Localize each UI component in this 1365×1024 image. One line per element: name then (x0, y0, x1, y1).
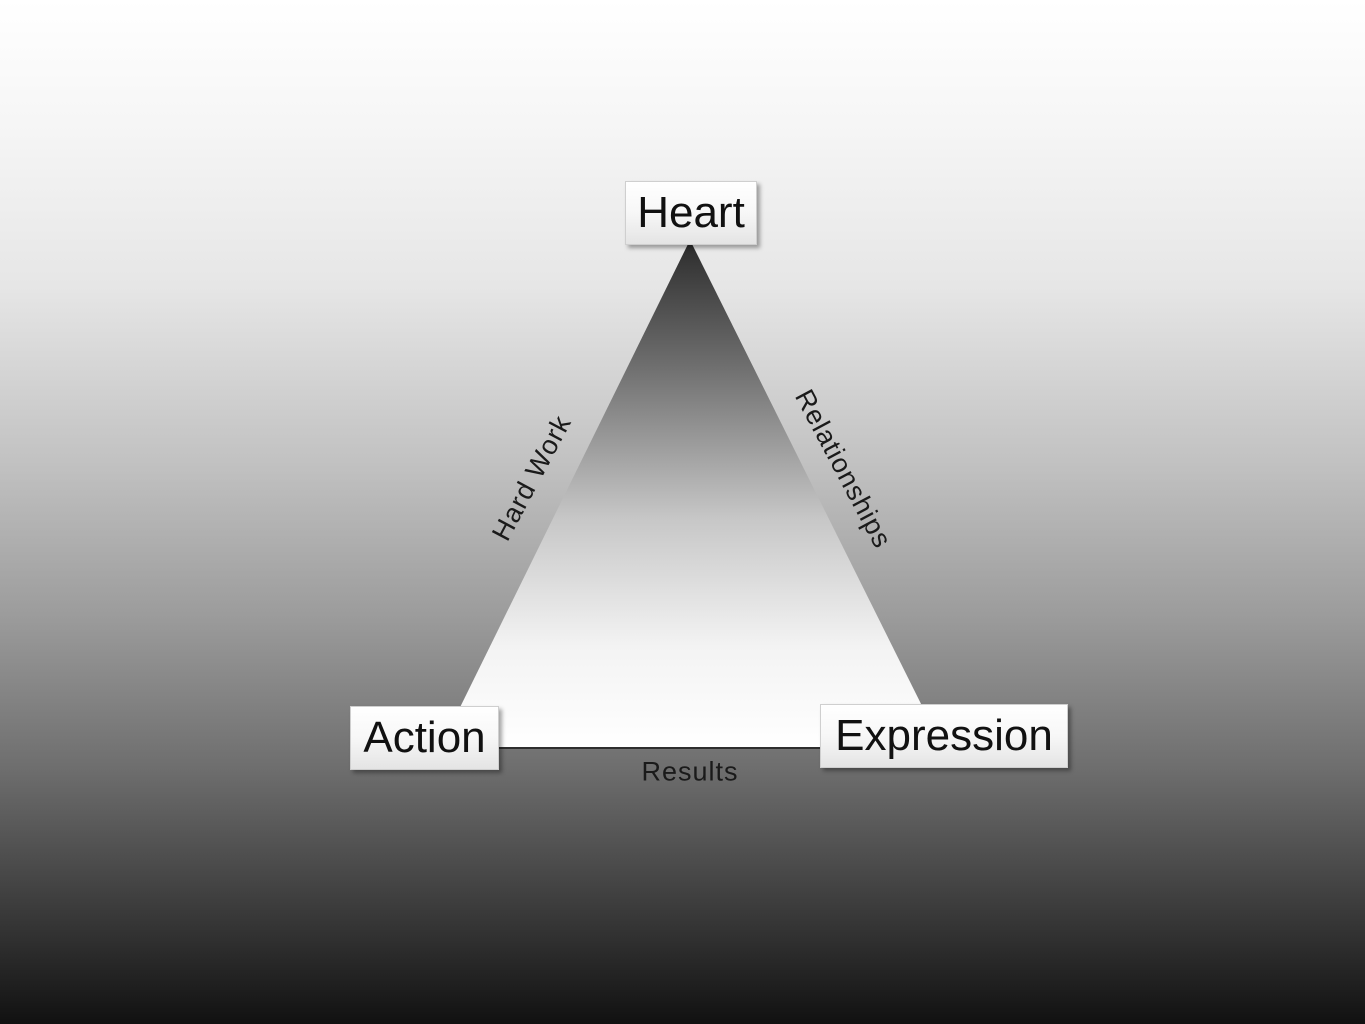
action-node: Action (350, 706, 499, 770)
heart-node: Heart (625, 181, 757, 245)
action-node-label: Action (363, 713, 486, 762)
triangle-shape (440, 240, 943, 748)
expression-node-label: Expression (835, 711, 1053, 760)
heart-node-label: Heart (637, 188, 745, 237)
results-edge-label: Results (641, 756, 739, 787)
expression-node: Expression (820, 704, 1068, 768)
